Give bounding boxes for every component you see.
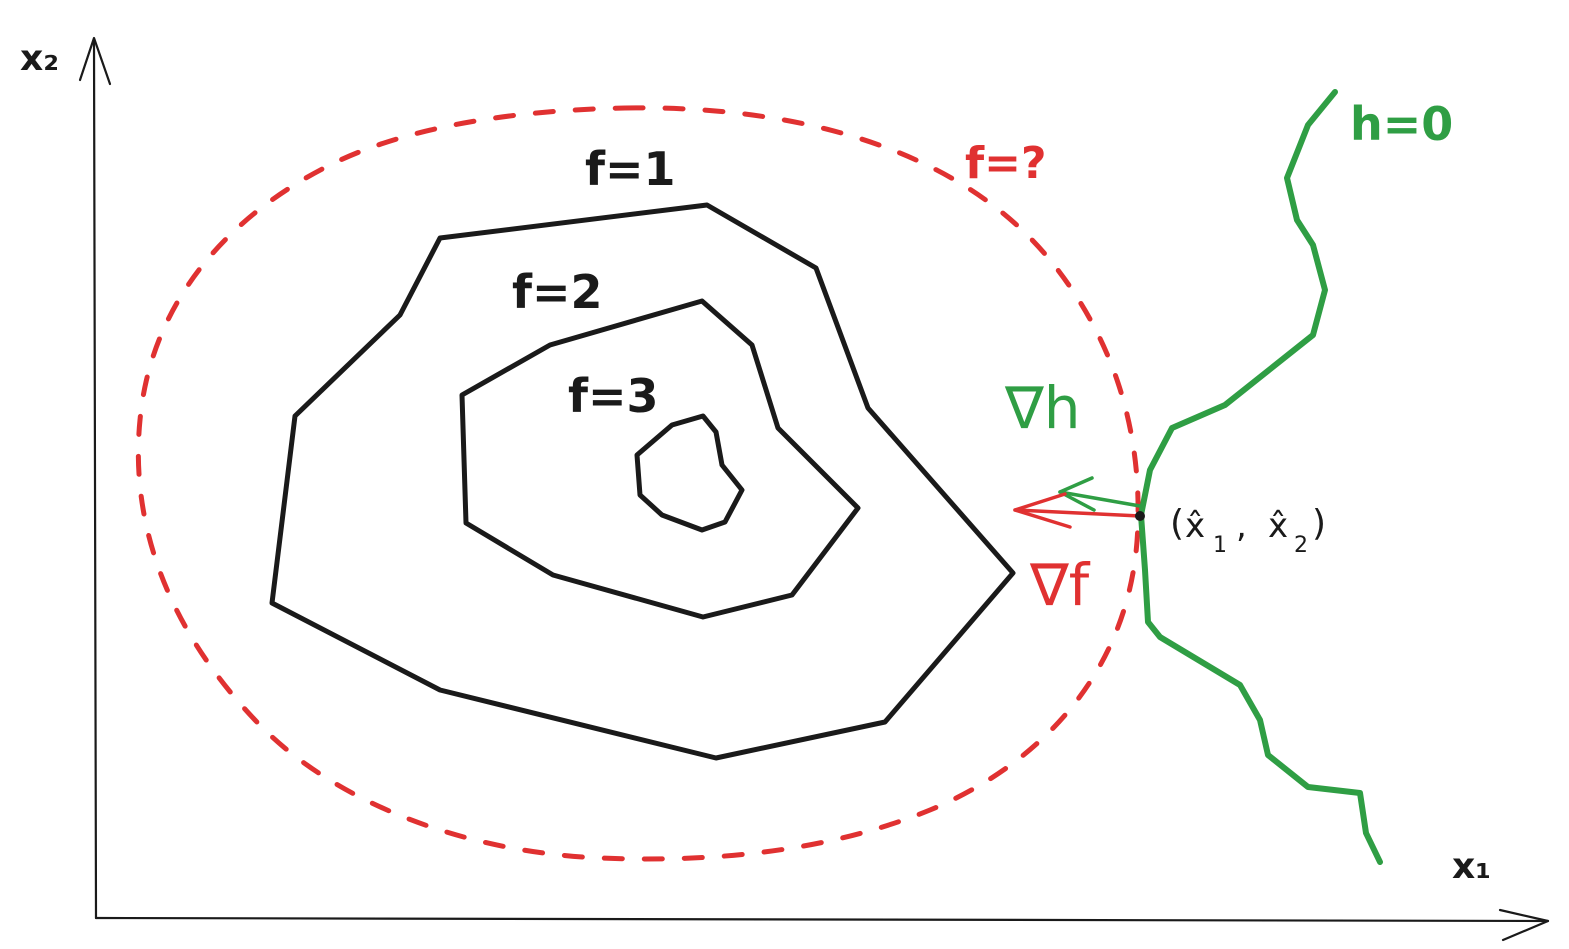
y-axis-label: x₂: [20, 38, 59, 79]
point-label: ( x̂ 1 , x̂ 2 ): [1170, 503, 1326, 558]
x-axis-arrowhead: [1498, 908, 1550, 942]
constraint-curve-h0: [1138, 89, 1383, 865]
point-label-x1-sub: 1: [1213, 533, 1227, 558]
grad-h-shaft: [1058, 490, 1142, 508]
grad-f-label: ∇f: [1029, 551, 1091, 619]
contour-f3: [634, 413, 745, 533]
grad-f-head: [1013, 492, 1072, 529]
contour-f3-label: f=3: [568, 369, 659, 423]
x-axis-line: [94, 916, 1550, 923]
axes: [78, 36, 1550, 942]
contour-f1: [269, 202, 1016, 761]
contour-f2-label: f=2: [512, 265, 603, 319]
grad-h-arrow: [1058, 476, 1142, 512]
grad-f-arrow: [1013, 492, 1142, 529]
grad-f-shaft: [1013, 508, 1142, 518]
contour-f2: [459, 298, 861, 620]
x-axis-label: x₁: [1452, 846, 1491, 887]
y-axis-line: [92, 38, 98, 920]
point-label-close: ): [1312, 503, 1326, 544]
grad-h-label: ∇h: [1004, 374, 1081, 442]
point-label-open: (: [1170, 503, 1184, 544]
tangency-point: [1135, 511, 1145, 521]
point-label-comma: ,: [1236, 506, 1247, 546]
dashed-contour-f-unknown: [135, 105, 1141, 862]
constraint-label: h=0: [1350, 97, 1453, 151]
grad-h-head: [1058, 476, 1096, 512]
point-label-x1: x̂: [1185, 506, 1205, 546]
dashed-contour-label: f=?: [965, 138, 1047, 189]
point-label-x2-sub: 2: [1294, 533, 1308, 558]
point-label-x2: x̂: [1268, 506, 1288, 546]
y-axis-arrowhead: [78, 36, 112, 86]
contour-f1-label: f=1: [585, 142, 676, 196]
